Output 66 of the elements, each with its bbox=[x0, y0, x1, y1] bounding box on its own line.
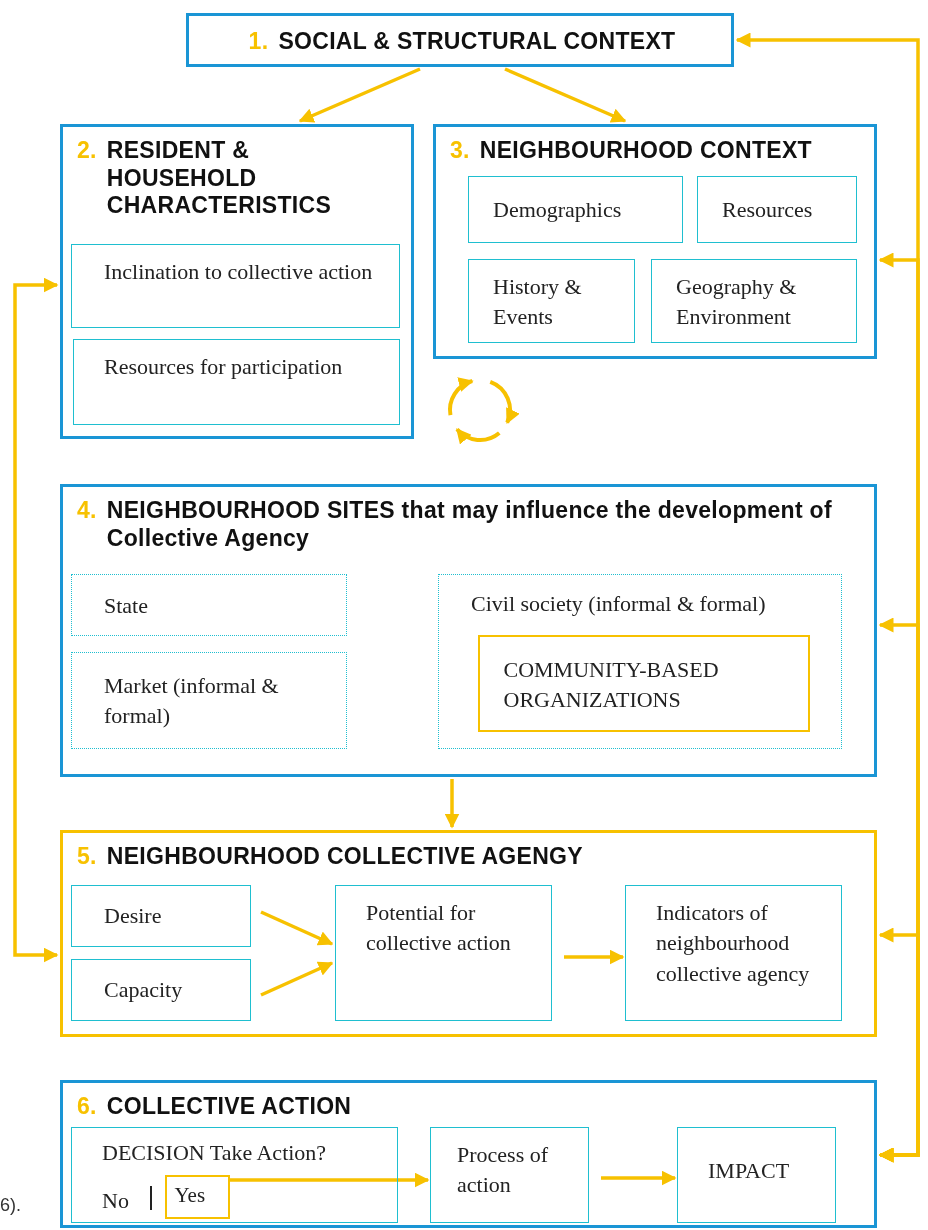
node-label: Yes bbox=[174, 1181, 206, 1209]
section-box bbox=[60, 484, 877, 777]
node-label: Resources bbox=[722, 196, 813, 224]
section-box bbox=[60, 830, 877, 1037]
node-label: Capacity bbox=[104, 976, 183, 1004]
sector-box bbox=[71, 574, 347, 636]
factor-box bbox=[430, 1127, 589, 1223]
node-label: Geography & Environment bbox=[676, 273, 798, 332]
section-heading: RESIDENT & HOUSEHOLD CHARACTERISTICS bbox=[106, 137, 333, 220]
section-heading: NEIGHBOURHOOD SITES that may influence the development of Collective Agency bbox=[106, 497, 833, 553]
node-label: Resources for participation bbox=[104, 353, 344, 381]
node-label: IMPACT bbox=[708, 1157, 790, 1185]
section-box bbox=[60, 1080, 877, 1228]
section-heading: NEIGHBOURHOOD CONTEXT bbox=[479, 137, 812, 165]
section-number: 2. bbox=[77, 137, 97, 165]
sector-box bbox=[71, 652, 347, 749]
factor-box bbox=[468, 259, 635, 343]
option-label: No bbox=[102, 1187, 129, 1215]
node-label: Process of action bbox=[457, 1141, 550, 1200]
arrow bbox=[260, 961, 334, 997]
arrow bbox=[230, 1172, 430, 1188]
node-label: History & Events bbox=[493, 273, 583, 332]
factor-box bbox=[651, 259, 857, 343]
note-text: 6). bbox=[0, 1195, 21, 1216]
factor-box bbox=[71, 959, 251, 1021]
arrow bbox=[878, 927, 920, 1163]
node-label: Indicators of neighbourhood collective agency bbox=[656, 899, 811, 988]
section-box bbox=[186, 13, 734, 67]
highlight-box bbox=[164, 1174, 230, 1219]
node-label: Inclination to collective action bbox=[104, 258, 374, 286]
factor-box bbox=[677, 1127, 836, 1223]
section-number: 4. bbox=[77, 497, 97, 525]
section-heading: COLLECTIVE ACTION bbox=[106, 1093, 352, 1121]
factor-box bbox=[71, 244, 400, 328]
arrow bbox=[444, 779, 460, 829]
arrow bbox=[504, 67, 627, 123]
factor-box bbox=[71, 885, 251, 947]
node-label: Potential for collective action bbox=[366, 899, 512, 958]
node-label: Civil society (informal & formal) bbox=[471, 590, 767, 618]
section-box bbox=[433, 124, 877, 359]
node-label: State bbox=[104, 592, 148, 620]
arrow bbox=[298, 67, 421, 123]
factor-box bbox=[625, 885, 842, 1021]
decision-box bbox=[71, 1127, 398, 1223]
factor-box bbox=[468, 176, 683, 243]
node-label: Demographics bbox=[493, 196, 622, 224]
arrow bbox=[564, 949, 625, 965]
node-label: Desire bbox=[104, 902, 162, 930]
section-box bbox=[60, 124, 414, 439]
node-label: COMMUNITY-BASED ORGANIZATIONS bbox=[503, 655, 720, 714]
node-label: Market (informal & formal) bbox=[104, 672, 280, 731]
arrow bbox=[13, 277, 59, 963]
section-number: 3. bbox=[450, 137, 470, 165]
arrow bbox=[601, 1170, 677, 1186]
section-heading: NEIGHBOURHOOD COLLECTIVE AGENGY bbox=[106, 843, 583, 871]
highlight-box bbox=[477, 634, 810, 732]
section-number: 1. bbox=[248, 28, 269, 56]
factor-box bbox=[73, 339, 400, 425]
sector-box bbox=[438, 574, 842, 749]
section-number: 5. bbox=[77, 843, 97, 871]
section-heading: SOCIAL & STRUCTURAL CONTEXT bbox=[278, 28, 676, 56]
decision-question: DECISION Take Action? bbox=[102, 1139, 327, 1167]
section-number: 6. bbox=[77, 1093, 97, 1121]
factor-box bbox=[697, 176, 857, 243]
factor-box bbox=[335, 885, 552, 1021]
arrow bbox=[260, 910, 334, 946]
